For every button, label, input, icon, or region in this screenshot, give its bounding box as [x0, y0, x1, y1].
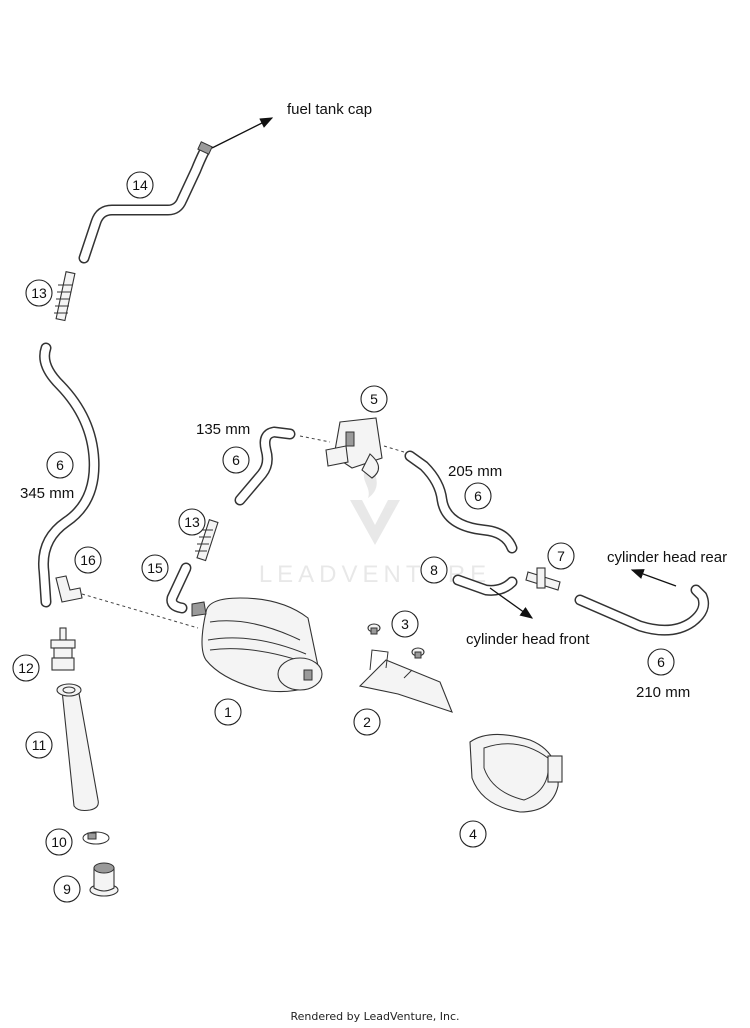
part-6-hose-135: [234, 426, 296, 506]
svg-text:3: 3: [401, 616, 409, 632]
callout-6-135: 6: [222, 446, 250, 474]
callout-16: 16: [74, 546, 102, 574]
svg-text:2: 2: [363, 714, 371, 730]
svg-text:6: 6: [232, 452, 240, 468]
arrow-cylinder-head-rear: [630, 569, 677, 587]
part-10-clamp: [82, 831, 110, 845]
arrow-cylinder-head-front: [489, 587, 534, 619]
part-5-valve: [299, 417, 405, 479]
callout-9: 9: [53, 875, 81, 903]
svg-text:11: 11: [32, 737, 47, 753]
label-fuel-tank-cap: fuel tank cap: [287, 101, 372, 118]
arrow-fuel-tank-cap: [211, 117, 274, 149]
assembly-line-16: [81, 593, 199, 629]
svg-text:13: 13: [31, 285, 47, 301]
svg-text:7: 7: [557, 548, 565, 564]
svg-text:8: 8: [430, 562, 438, 578]
part-14-hose: [78, 141, 213, 264]
footer-credit: Rendered by LeadVenture, Inc.: [290, 1010, 460, 1023]
callout-11: 11: [25, 731, 53, 759]
part-6-hose-205: [404, 450, 518, 554]
part-7-tpiece: [525, 567, 561, 591]
watermark-text: LEADVENTURE: [259, 561, 491, 588]
label-length-205: 205 mm: [448, 463, 502, 480]
svg-text:16: 16: [80, 552, 96, 568]
callout-7: 7: [547, 542, 575, 570]
svg-text:14: 14: [132, 177, 148, 193]
callout-5: 5: [360, 385, 388, 413]
callout-15: 15: [141, 554, 169, 582]
label-length-210: 210 mm: [636, 684, 690, 701]
svg-text:4: 4: [469, 826, 477, 842]
svg-text:1: 1: [224, 704, 232, 720]
callout-4: 4: [459, 820, 487, 848]
part-3-screws: [367, 623, 425, 659]
part-9-plug: [89, 862, 119, 897]
callout-13-mid: 13: [178, 508, 206, 536]
callout-2: 2: [353, 708, 381, 736]
svg-text:15: 15: [147, 560, 163, 576]
callout-1: 1: [214, 698, 242, 726]
part-4-strap: [469, 733, 563, 813]
part-11-tube: [56, 683, 99, 812]
part-12-nipple: [50, 627, 76, 671]
part-16-elbow: [55, 575, 83, 603]
svg-text:6: 6: [657, 654, 665, 670]
svg-text:6: 6: [56, 457, 64, 473]
callout-14: 14: [126, 171, 154, 199]
svg-text:12: 12: [18, 660, 34, 676]
svg-text:10: 10: [51, 834, 67, 850]
callout-6-345: 6: [46, 451, 74, 479]
svg-text:6: 6: [474, 488, 482, 504]
part-13-connector-top: [54, 271, 76, 322]
svg-text:13: 13: [184, 514, 200, 530]
callout-13-top: 13: [25, 279, 53, 307]
part-13-connector-mid: [195, 519, 219, 562]
svg-text:9: 9: [63, 881, 71, 897]
part-1-canister: [191, 597, 323, 693]
leadventure-watermark: LEADVENTURE: [259, 468, 491, 588]
callout-10: 10: [45, 828, 73, 856]
callout-12: 12: [12, 654, 40, 682]
part-6-hose-345: [37, 342, 100, 608]
callout-6-210: 6: [647, 648, 675, 676]
callout-6-205: 6: [464, 482, 492, 510]
part-6-hose-210: [574, 584, 710, 636]
svg-text:5: 5: [370, 391, 378, 407]
part-15-hose: [166, 562, 192, 614]
label-length-345: 345 mm: [20, 485, 74, 502]
part-2-bracket: [358, 649, 453, 713]
label-length-135: 135 mm: [196, 421, 250, 438]
label-cylinder-head-rear: cylinder head rear: [607, 549, 727, 566]
part-8-hose: [452, 574, 518, 596]
callout-8: 8: [420, 556, 448, 584]
callout-3: 3: [391, 610, 419, 638]
label-cylinder-head-front: cylinder head front: [466, 631, 590, 648]
